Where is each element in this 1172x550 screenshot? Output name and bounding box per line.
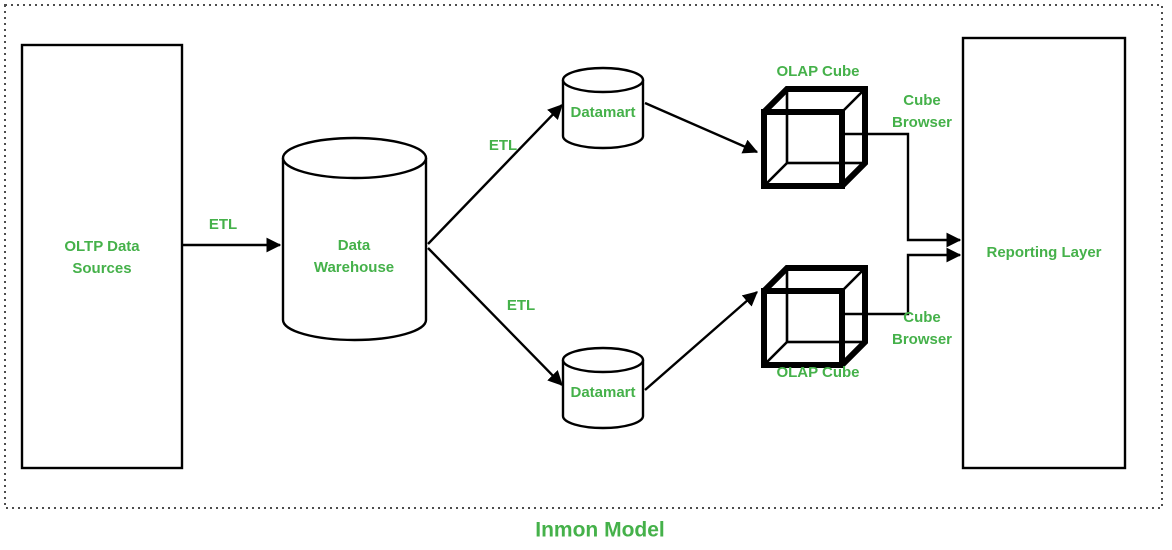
warehouse-label-line1: Data bbox=[338, 237, 371, 254]
olap-cube-bottom-label: OLAP Cube bbox=[776, 364, 859, 381]
oltp-label-line2: Sources bbox=[72, 260, 131, 277]
cube-browser-bottom-label-line2: Browser bbox=[892, 331, 952, 348]
node-olap-cube-top bbox=[761, 86, 868, 189]
diagram-frame bbox=[4, 4, 1163, 509]
edge-warehouse-to-datamart-bottom bbox=[427, 247, 563, 386]
datamart-bottom-label: Datamart bbox=[570, 384, 635, 401]
oltp-label-line1: OLTP Data bbox=[64, 238, 140, 255]
node-datamart-top bbox=[561, 66, 645, 150]
node-oltp-data-sources bbox=[20, 43, 184, 470]
edge-cube-bottom-to-reporting bbox=[842, 247, 962, 316]
node-datamart-bottom bbox=[561, 346, 645, 430]
olap-cube-top-label: OLAP Cube bbox=[776, 63, 859, 80]
edge-label-etl-bottom: ETL bbox=[507, 297, 535, 314]
edge-label-etl-top: ETL bbox=[489, 137, 517, 154]
edge-datamart-top-to-cube-top bbox=[644, 101, 759, 154]
edge-warehouse-to-datamart-top bbox=[427, 104, 563, 245]
node-reporting-layer bbox=[961, 36, 1127, 470]
diagram-title: Inmon Model bbox=[535, 519, 665, 542]
edge-cube-top-to-reporting bbox=[842, 132, 962, 248]
edge-label-etl-oltp-warehouse: ETL bbox=[209, 216, 237, 233]
datamart-top-label: Datamart bbox=[570, 104, 635, 121]
reporting-layer-label: Reporting Layer bbox=[986, 244, 1101, 261]
node-data-warehouse bbox=[281, 136, 428, 342]
node-olap-cube-bottom bbox=[761, 265, 868, 368]
cube-browser-bottom-label-line1: Cube bbox=[903, 309, 941, 326]
cube-browser-top-label-line2: Browser bbox=[892, 114, 952, 131]
edge-datamart-bottom-to-cube-bottom bbox=[644, 291, 758, 391]
cube-browser-top-label-line1: Cube bbox=[903, 92, 941, 109]
warehouse-label-line2: Warehouse bbox=[314, 259, 394, 276]
